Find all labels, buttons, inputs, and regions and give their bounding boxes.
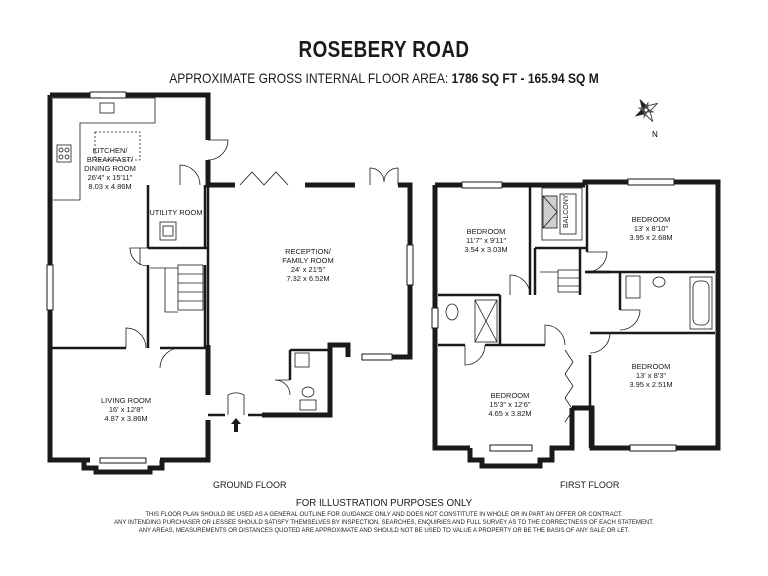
balcony-label: BALCONY	[563, 194, 570, 228]
bedroom-s-label: BEDROOM	[491, 391, 530, 400]
bedroom-nw-imperial: 11'7" x 9'11"	[466, 236, 506, 245]
floor-area-label: APPROXIMATE GROSS INTERNAL FLOOR AREA:	[169, 70, 449, 86]
kitchen-label-2: BREAKFAST/	[87, 155, 134, 164]
bedroom-e-imperial: 13' x 8'3"	[636, 371, 666, 380]
reception-label-2: FAMILY ROOM	[282, 256, 333, 265]
bedroom-ne-imperial: 13' x 8'10"	[634, 224, 669, 233]
bedroom-e-label: BEDROOM	[632, 362, 671, 371]
bedroom-ne-metric: 3.95 x 2.68M	[629, 233, 672, 242]
illustration-notice: FOR ILLUSTRATION PURPOSES ONLY	[295, 497, 473, 509]
ground-floor-plan	[46, 91, 414, 475]
kitchen-label-1: KITCHEN/	[92, 146, 128, 155]
floor-area-value: 1786 SQ FT - 165.94 SQ M	[451, 70, 599, 86]
living-metric: 4.87 x 3.86M	[104, 414, 147, 423]
bedroom-e-metric: 3.95 x 2.51M	[629, 380, 672, 389]
disclaimer-line-2: ANY INTENDING PURCHASER OR LESSEE SHOULD…	[114, 520, 654, 526]
living-imperial: 16' x 12'8"	[109, 405, 144, 414]
utility-label: UTILITY ROOM	[149, 208, 202, 217]
reception-imperial: 24' x 21'5"	[291, 265, 326, 274]
reception-label-1: RECEPTION/	[285, 247, 332, 256]
reception-metric: 7.32 x 6.52M	[286, 274, 329, 283]
first-floor-label: FIRST FLOOR	[560, 480, 620, 490]
ground-floor-label: GROUND FLOOR	[213, 480, 287, 490]
compass-rose-icon	[634, 98, 659, 123]
bedroom-nw-label: BEDROOM	[467, 227, 506, 236]
kitchen-label-3: DINING ROOM	[84, 164, 136, 173]
kitchen-imperial: 26'4" x 15'11"	[88, 173, 133, 182]
first-floor-plan	[431, 178, 721, 469]
kitchen-metric: 8.03 x 4.86M	[88, 182, 131, 191]
compass-north-letter: N	[652, 130, 658, 139]
bedroom-s-metric: 4.65 x 3.82M	[488, 409, 531, 418]
disclaimer-line-3: ANY AREAS, MEASUREMENTS OR DISTANCES QUO…	[138, 528, 630, 534]
disclaimer-line-1: THIS FLOOR PLAN SHOULD BE USED AS A GENE…	[145, 512, 623, 518]
bedroom-nw-metric: 3.54 x 3.03M	[464, 245, 507, 254]
bedroom-s-imperial: 15'3" x 12'6"	[489, 400, 530, 409]
page-title: ROSEBERY ROAD	[298, 36, 470, 62]
bedroom-ne-label: BEDROOM	[632, 215, 671, 224]
entrance-arrow-icon	[231, 418, 241, 432]
floor-area-summary: APPROXIMATE GROSS INTERNAL FLOOR AREA: 1…	[54, 70, 714, 86]
living-label: LIVING ROOM	[101, 396, 151, 405]
